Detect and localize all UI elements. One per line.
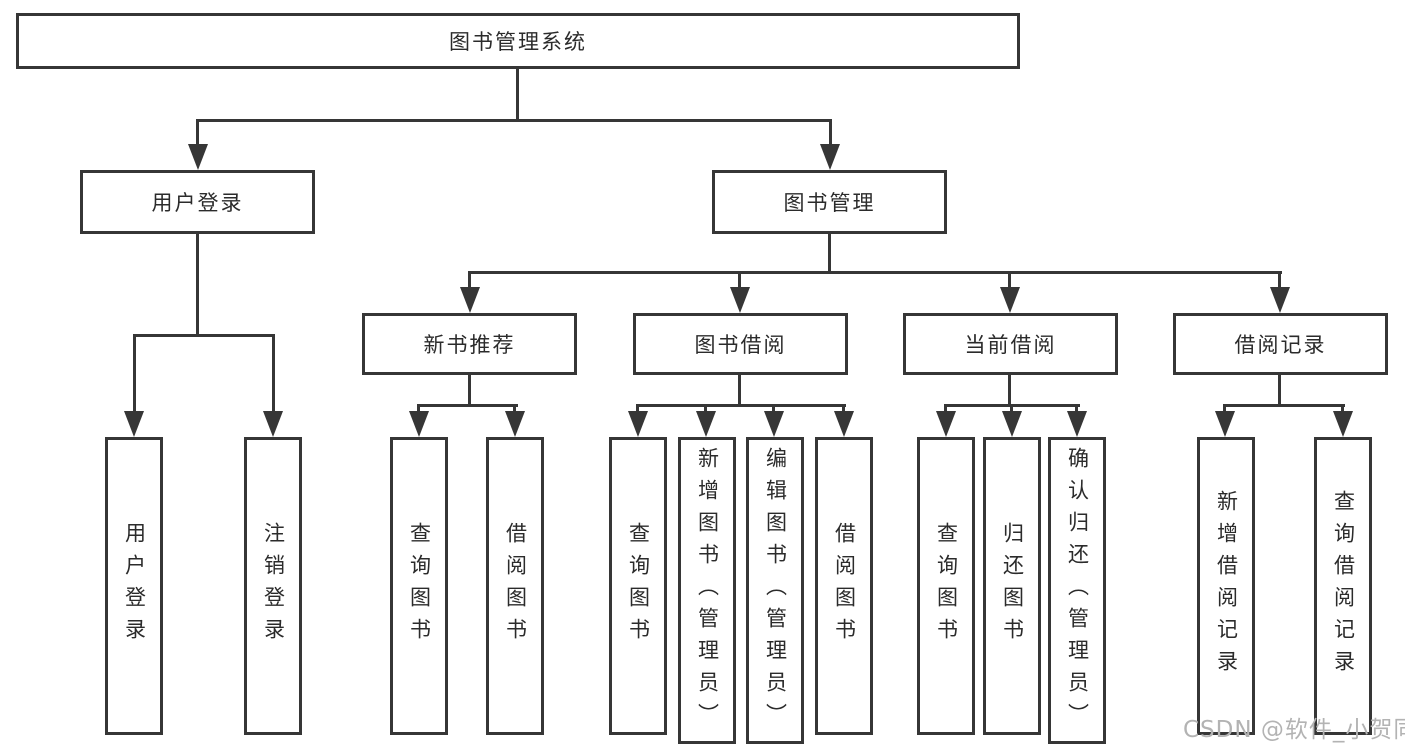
leaf-query-book-borrow: 查询图书 — [609, 437, 667, 735]
connector-shaft-g2-add — [704, 404, 707, 416]
connector-group1-stem — [468, 374, 471, 407]
leaf-user-login: 用户登录 — [105, 437, 163, 735]
leaf-confirm-return-admin: 确认归还（管理员） — [1048, 437, 1106, 744]
arrowhead-current-borrow — [1000, 287, 1020, 313]
node-user-login-label: 用户登录 — [151, 191, 244, 215]
leaf-add-borrow-record-label: 新增借阅记录 — [1214, 490, 1239, 682]
connector-shaft-book-borrow — [738, 271, 741, 291]
arrowhead-g3-query — [936, 411, 956, 437]
csdn-watermark: CSDN @软件_小贺同学 — [1183, 717, 1405, 743]
leaf-query-book-current-label: 查询图书 — [934, 522, 959, 650]
arrowhead-g2-query — [628, 411, 648, 437]
connector-shaft-g4-add — [1223, 404, 1226, 416]
connector-user-login-rail — [133, 334, 275, 337]
arrowhead-g2-edit — [764, 411, 784, 437]
connector-group2-rail — [636, 404, 846, 407]
arrowhead-g1-query — [409, 411, 429, 437]
connector-group4-stem — [1278, 374, 1281, 407]
node-user-login: 用户登录 — [80, 170, 315, 234]
connector-shaft-leaf-logout — [272, 334, 275, 416]
node-book-borrow: 图书借阅 — [633, 313, 848, 375]
node-book-management: 图书管理 — [712, 170, 947, 234]
arrowhead-g3-return — [1002, 411, 1022, 437]
arrowhead-book-management — [820, 144, 840, 170]
connector-shaft-current-borrow — [1008, 271, 1011, 291]
leaf-borrow-book: 借阅图书 — [815, 437, 873, 735]
connector-group2-stem — [738, 374, 741, 407]
arrowhead-g4-query — [1333, 411, 1353, 437]
node-new-book-recommend-label: 新书推荐 — [423, 333, 516, 357]
connector-shaft-g3-return — [1010, 404, 1013, 416]
node-book-borrow-label: 图书借阅 — [694, 333, 787, 357]
connector-level1-rail — [196, 119, 832, 122]
arrowhead-g2-borrow — [834, 411, 854, 437]
arrowhead-g1-borrow — [505, 411, 525, 437]
connector-group1-rail — [417, 404, 518, 407]
node-book-management-label: 图书管理 — [783, 191, 876, 215]
leaf-add-borrow-record: 新增借阅记录 — [1197, 437, 1255, 735]
arrowhead-leaf-logout — [263, 411, 283, 437]
connector-shaft-g3-confirm — [1075, 404, 1078, 416]
connector-user-login-stem — [196, 233, 199, 336]
leaf-borrow-book-label: 借阅图书 — [832, 522, 857, 650]
leaf-logout: 注销登录 — [244, 437, 302, 735]
leaf-query-book-recommend: 查询图书 — [390, 437, 448, 735]
connector-book-management-stem — [828, 233, 831, 274]
connector-shaft-g2-query — [636, 404, 639, 416]
leaf-query-borrow-record: 查询借阅记录 — [1314, 437, 1372, 735]
connector-shaft-borrow-record — [1278, 271, 1281, 291]
arrowhead-book-borrow — [730, 287, 750, 313]
arrowhead-g2-add — [696, 411, 716, 437]
leaf-edit-book-admin-label: 编辑图书（管理员） — [763, 446, 788, 735]
connector-shaft-g2-borrow — [842, 404, 845, 416]
leaf-borrow-book-recommend-label: 借阅图书 — [503, 522, 528, 650]
leaf-query-book-recommend-label: 查询图书 — [407, 522, 432, 650]
arrowhead-leaf-user-login — [124, 411, 144, 437]
leaf-edit-book-admin: 编辑图书（管理员） — [746, 437, 804, 744]
node-borrow-record-label: 借阅记录 — [1234, 333, 1327, 357]
arrowhead-borrow-record — [1270, 287, 1290, 313]
leaf-borrow-book-recommend: 借阅图书 — [486, 437, 544, 735]
connector-shaft-new-book — [468, 271, 471, 291]
node-root-label: 图书管理系统 — [449, 30, 587, 54]
arrowhead-g4-add — [1215, 411, 1235, 437]
connector-shaft-user-login — [196, 119, 199, 147]
leaf-query-book-borrow-label: 查询图书 — [626, 522, 651, 650]
leaf-return-book: 归还图书 — [983, 437, 1041, 735]
connector-root-stem — [516, 67, 519, 121]
leaf-user-login-label: 用户登录 — [122, 522, 147, 650]
connector-shaft-g1-query — [417, 404, 420, 416]
arrowhead-new-book — [460, 287, 480, 313]
leaf-query-book-current: 查询图书 — [917, 437, 975, 735]
node-borrow-record: 借阅记录 — [1173, 313, 1388, 375]
leaf-add-book-admin-label: 新增图书（管理员） — [695, 446, 720, 735]
connector-level2-rail — [469, 271, 1282, 274]
connector-shaft-leaf-user-login — [133, 334, 136, 416]
leaf-logout-label: 注销登录 — [261, 522, 286, 650]
node-current-borrow: 当前借阅 — [903, 313, 1118, 375]
connector-shaft-g1-borrow — [513, 404, 516, 416]
leaf-confirm-return-admin-label: 确认归还（管理员） — [1065, 446, 1090, 735]
node-current-borrow-label: 当前借阅 — [964, 333, 1057, 357]
leaf-query-borrow-record-label: 查询借阅记录 — [1331, 490, 1356, 682]
connector-shaft-book-management — [829, 119, 832, 147]
connector-shaft-g3-query — [944, 404, 947, 416]
connector-group3-stem — [1008, 374, 1011, 407]
node-root: 图书管理系统 — [16, 13, 1020, 69]
leaf-add-book-admin: 新增图书（管理员） — [678, 437, 736, 744]
node-new-book-recommend: 新书推荐 — [362, 313, 577, 375]
connector-shaft-g4-query — [1341, 404, 1344, 416]
arrowhead-g3-confirm — [1067, 411, 1087, 437]
leaf-return-book-label: 归还图书 — [1000, 522, 1025, 650]
connector-shaft-g2-edit — [772, 404, 775, 416]
connector-group4-rail — [1223, 404, 1345, 407]
arrowhead-user-login — [188, 144, 208, 170]
